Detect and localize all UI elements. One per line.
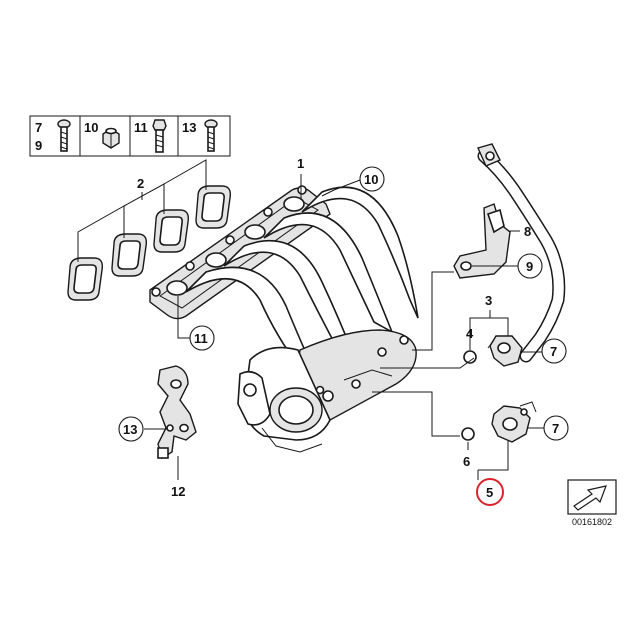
bracket bbox=[157, 365, 197, 460]
callout-5-highlight bbox=[476, 478, 504, 506]
connection-leaders bbox=[372, 271, 475, 437]
label-12: 12 bbox=[171, 484, 185, 499]
callout-7a bbox=[541, 338, 567, 364]
label-7b: 7 bbox=[552, 421, 559, 436]
hw-label-13: 13 bbox=[182, 120, 196, 135]
hardware-table: 7 9 10 11 13 bbox=[29, 115, 231, 157]
o-ring-6 bbox=[461, 427, 475, 441]
label-6: 6 bbox=[463, 454, 470, 469]
label-5: 5 bbox=[486, 485, 493, 500]
label-3: 3 bbox=[485, 293, 492, 308]
pipe-bracket bbox=[453, 203, 511, 279]
label-1: 1 bbox=[297, 156, 304, 171]
label-8: 8 bbox=[524, 224, 531, 239]
hex-bolt-icon bbox=[152, 119, 167, 153]
intake-manifold bbox=[149, 185, 419, 453]
upper-valve bbox=[487, 335, 523, 367]
callout-9 bbox=[517, 253, 543, 279]
hw-label-10: 10 bbox=[84, 120, 98, 135]
label-11: 11 bbox=[194, 331, 208, 346]
callout-10 bbox=[359, 166, 385, 192]
label-4: 4 bbox=[466, 326, 474, 341]
torx-bolt-icon bbox=[57, 119, 71, 152]
o-ring-4 bbox=[463, 350, 477, 364]
hex-nut-icon bbox=[102, 127, 120, 149]
direction-arrow-icon bbox=[567, 479, 617, 515]
callout-7b bbox=[543, 415, 569, 441]
hw-label-9: 9 bbox=[35, 138, 42, 153]
callout-13 bbox=[118, 416, 144, 442]
hw-label-7: 7 bbox=[35, 120, 42, 135]
label-10: 10 bbox=[364, 172, 378, 187]
vent-hose bbox=[477, 143, 566, 363]
label-2: 2 bbox=[137, 176, 144, 191]
gasket-set bbox=[67, 185, 232, 301]
label-9: 9 bbox=[526, 259, 533, 274]
label-13: 13 bbox=[123, 422, 137, 437]
label-7a: 7 bbox=[550, 344, 557, 359]
gasket-leaders bbox=[77, 159, 207, 262]
torx-screw-icon bbox=[204, 119, 218, 152]
hw-label-11: 11 bbox=[134, 120, 148, 135]
lower-valve bbox=[491, 401, 537, 443]
catalog-number: 00161802 bbox=[572, 517, 612, 527]
callout-11 bbox=[189, 325, 215, 351]
